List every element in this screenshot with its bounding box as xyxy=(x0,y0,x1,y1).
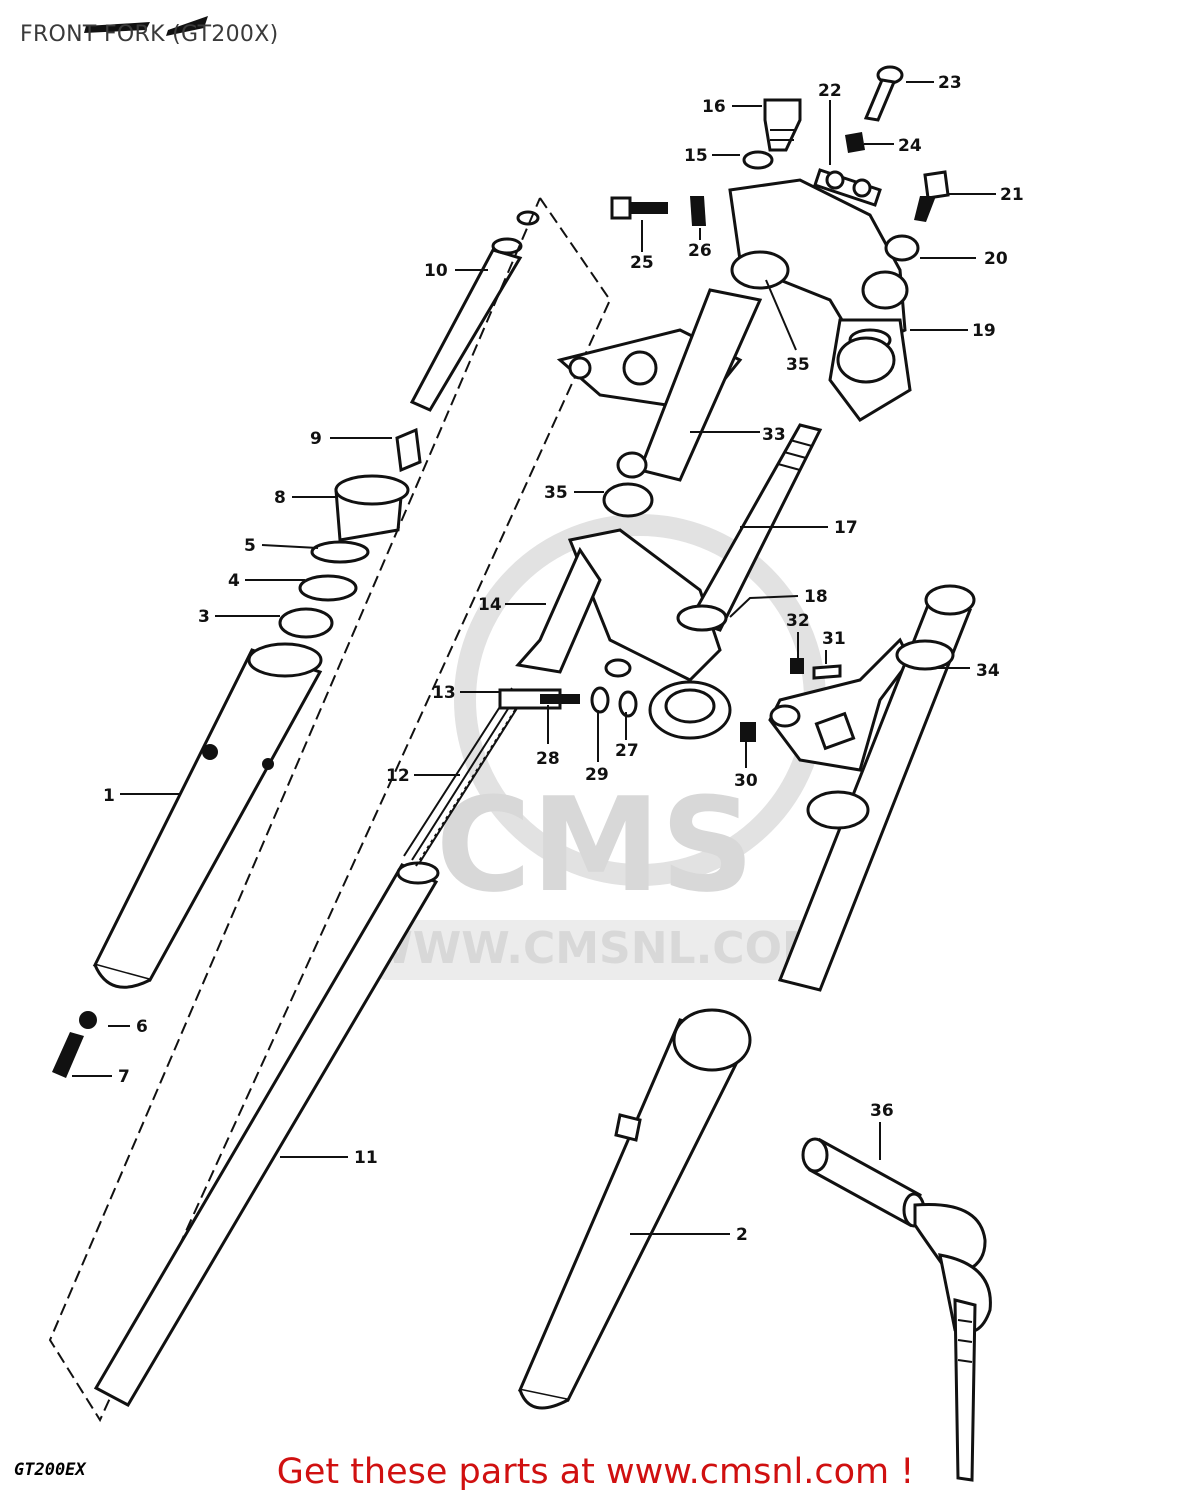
steering-lock-assembly xyxy=(801,1137,992,1482)
callout-21: 21 xyxy=(1000,185,1024,205)
left-fork-assembly xyxy=(52,210,540,1078)
header-marks xyxy=(84,16,208,36)
callout-10: 10 xyxy=(424,261,448,281)
callout-25: 25 xyxy=(630,253,654,273)
callout-9: 9 xyxy=(310,429,322,449)
svg-text:WWW.CMSNL.COM: WWW.CMSNL.COM xyxy=(364,923,826,974)
callout-6: 6 xyxy=(136,1017,148,1037)
callout-16: 16 xyxy=(702,97,726,117)
callout-24: 24 xyxy=(898,136,922,156)
right-fork-assembly xyxy=(517,584,976,1410)
callout-28: 28 xyxy=(536,749,560,769)
model-code: GT200EX xyxy=(14,1460,86,1480)
callout-14: 14 xyxy=(478,595,502,615)
callout-27: 27 xyxy=(615,741,639,761)
callout-31: 31 xyxy=(822,629,846,649)
callout-36: 36 xyxy=(870,1101,894,1121)
watermark-logo: CMS WWW.CMSNL.COM xyxy=(360,514,830,980)
top-bracket-assembly xyxy=(610,65,950,422)
callout-7: 7 xyxy=(118,1067,130,1087)
callout-32: 32 xyxy=(786,611,810,631)
steering-stem-assembly xyxy=(515,288,823,740)
callout-29: 29 xyxy=(585,765,609,785)
callout-labels: 1 2 3 4 5 6 7 8 9 10 11 12 13 14 15 16 1… xyxy=(103,73,1024,1245)
callout-5: 5 xyxy=(244,536,256,556)
callout-8: 8 xyxy=(274,488,286,508)
callout-35-top: 35 xyxy=(786,355,810,375)
callout-19: 19 xyxy=(972,321,996,341)
callout-22: 22 xyxy=(818,81,842,101)
footer-cta[interactable]: Get these parts at www.cmsnl.com ! xyxy=(276,1452,915,1492)
leader-lines xyxy=(72,81,996,1235)
callout-26: 26 xyxy=(688,241,712,261)
callout-3: 3 xyxy=(198,607,210,627)
callout-17: 17 xyxy=(834,518,858,538)
callout-2: 2 xyxy=(736,1225,748,1245)
callout-12: 12 xyxy=(386,766,410,786)
callout-11: 11 xyxy=(354,1148,378,1168)
callout-35-mid: 35 xyxy=(544,483,568,503)
page-title: FRONT FORK (GT200X) xyxy=(20,22,279,47)
callout-13: 13 xyxy=(432,683,456,703)
callout-20: 20 xyxy=(984,249,1008,269)
callout-4: 4 xyxy=(228,571,240,591)
svg-text:CMS: CMS xyxy=(436,769,754,921)
callout-33: 33 xyxy=(762,425,786,445)
callout-23: 23 xyxy=(938,73,962,93)
callout-18: 18 xyxy=(804,587,828,607)
inner-tube-assembly xyxy=(48,197,612,1423)
callout-1: 1 xyxy=(103,786,115,806)
callout-30: 30 xyxy=(734,771,758,791)
callout-15: 15 xyxy=(684,146,708,166)
callout-34: 34 xyxy=(976,661,1000,681)
